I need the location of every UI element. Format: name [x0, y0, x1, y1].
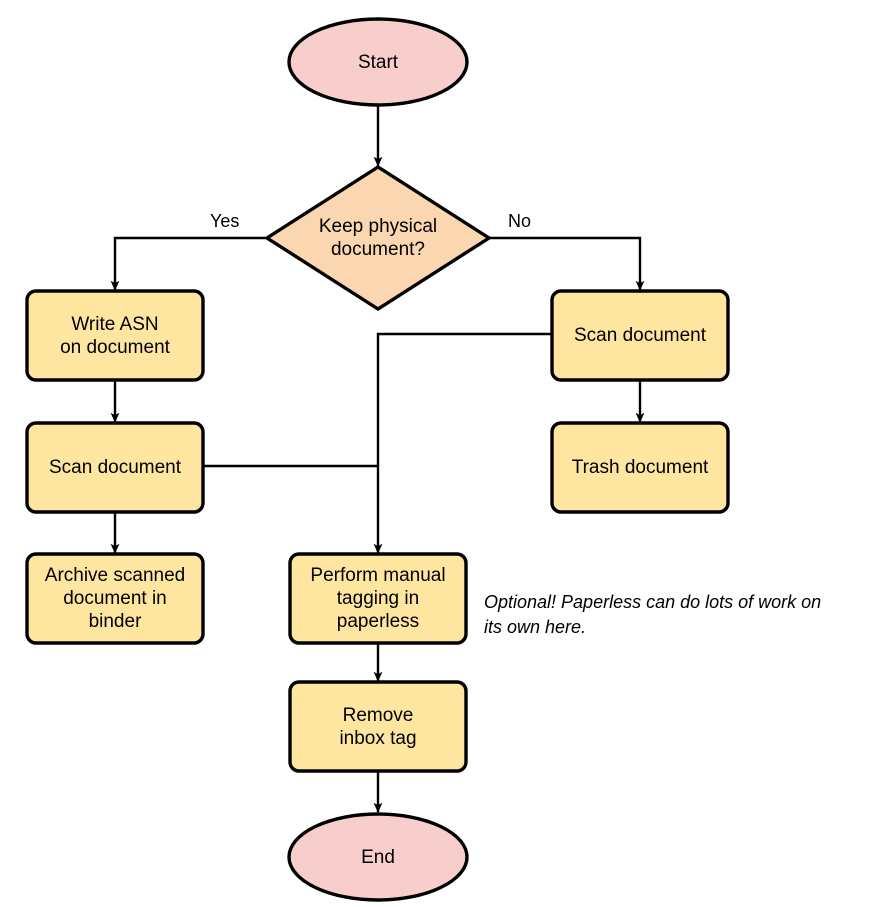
node-remove-tag[interactable]: [290, 682, 466, 771]
node-start[interactable]: [289, 19, 467, 105]
node-trash-shape[interactable]: [550, 421, 730, 514]
node-write-asn-shape[interactable]: [25, 289, 205, 382]
edge-label-no: No: [508, 211, 532, 231]
node-end[interactable]: [289, 814, 467, 900]
edge-decision-no-to-scan-right: [490, 236, 645, 291]
node-scan-right[interactable]: [552, 291, 728, 380]
node-decision[interactable]: [267, 167, 489, 309]
node-remove-tag-shape[interactable]: [288, 680, 468, 773]
node-scan-right-shape[interactable]: [550, 289, 730, 382]
node-decision-shape[interactable]: [263, 164, 493, 312]
node-archive[interactable]: [27, 554, 203, 643]
node-tagging-shape[interactable]: [288, 552, 468, 645]
edge-label-yes: Yes: [210, 211, 240, 231]
edge-scan-right-to-tagging: [373, 332, 552, 554]
node-scan-left-shape[interactable]: [25, 421, 205, 514]
node-trash[interactable]: [552, 423, 728, 512]
node-tagging[interactable]: [290, 554, 466, 643]
optional-note: Optional! Paperless can do lots of work …: [484, 592, 822, 637]
node-archive-shape[interactable]: [25, 552, 205, 645]
node-scan-left[interactable]: [27, 423, 203, 512]
node-start-shape[interactable]: [287, 17, 469, 107]
node-end-shape[interactable]: [287, 812, 469, 902]
edge-decision-yes-to-write-asn: [110, 236, 266, 291]
node-write-asn[interactable]: [27, 291, 203, 380]
